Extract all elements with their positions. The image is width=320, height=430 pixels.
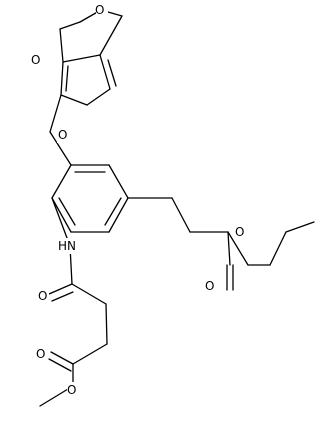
bond — [65, 65, 69, 92]
bond — [49, 131, 72, 166]
bond — [49, 94, 62, 133]
bond — [60, 94, 88, 106]
atom-label-background — [36, 346, 48, 362]
bond — [107, 59, 117, 87]
bond — [227, 231, 249, 266]
atom-label-background — [205, 278, 217, 294]
oxygen-atom-label: O — [67, 383, 76, 397]
atom-label-background — [235, 225, 247, 241]
atom-label-background — [96, 2, 108, 18]
atom-label-background — [57, 127, 69, 143]
bond — [99, 54, 111, 90]
oxygen-atom-label: O — [38, 289, 47, 303]
bond — [51, 164, 72, 199]
bond — [60, 61, 64, 96]
bond — [50, 351, 74, 365]
bonds — [39, 9, 315, 407]
oxygen-atom-label: O — [235, 225, 244, 239]
oxygen-atom-label: O — [95, 3, 104, 17]
atom-label-background — [31, 52, 43, 68]
bond — [59, 21, 81, 30]
oxygen-atom-label: O — [31, 53, 40, 67]
bond — [227, 231, 231, 266]
bond — [48, 283, 73, 295]
bond — [58, 197, 76, 226]
bond — [71, 283, 107, 305]
atom-label-background — [58, 238, 78, 254]
oxygen-atom-label: O — [58, 128, 67, 142]
bond — [99, 15, 123, 56]
bond — [62, 54, 101, 63]
bond — [51, 197, 72, 233]
bond — [269, 231, 287, 266]
bond — [171, 197, 191, 233]
atom-labels: O O O O O HN O O O — [31, 2, 247, 398]
bond — [72, 343, 108, 365]
bond — [48, 358, 72, 372]
atom-label-background — [37, 288, 49, 304]
atom-label-background — [67, 382, 79, 398]
bond — [108, 197, 129, 233]
bond — [86, 88, 111, 106]
bond — [285, 221, 315, 233]
bond — [104, 197, 122, 226]
oxygen-atom-label: O — [36, 347, 45, 361]
nh-atom-label: HN — [58, 239, 76, 253]
oxygen-atom-label: O — [205, 279, 214, 293]
bond — [105, 303, 108, 345]
bond — [51, 291, 74, 302]
bond — [108, 164, 129, 199]
bond — [59, 28, 64, 63]
